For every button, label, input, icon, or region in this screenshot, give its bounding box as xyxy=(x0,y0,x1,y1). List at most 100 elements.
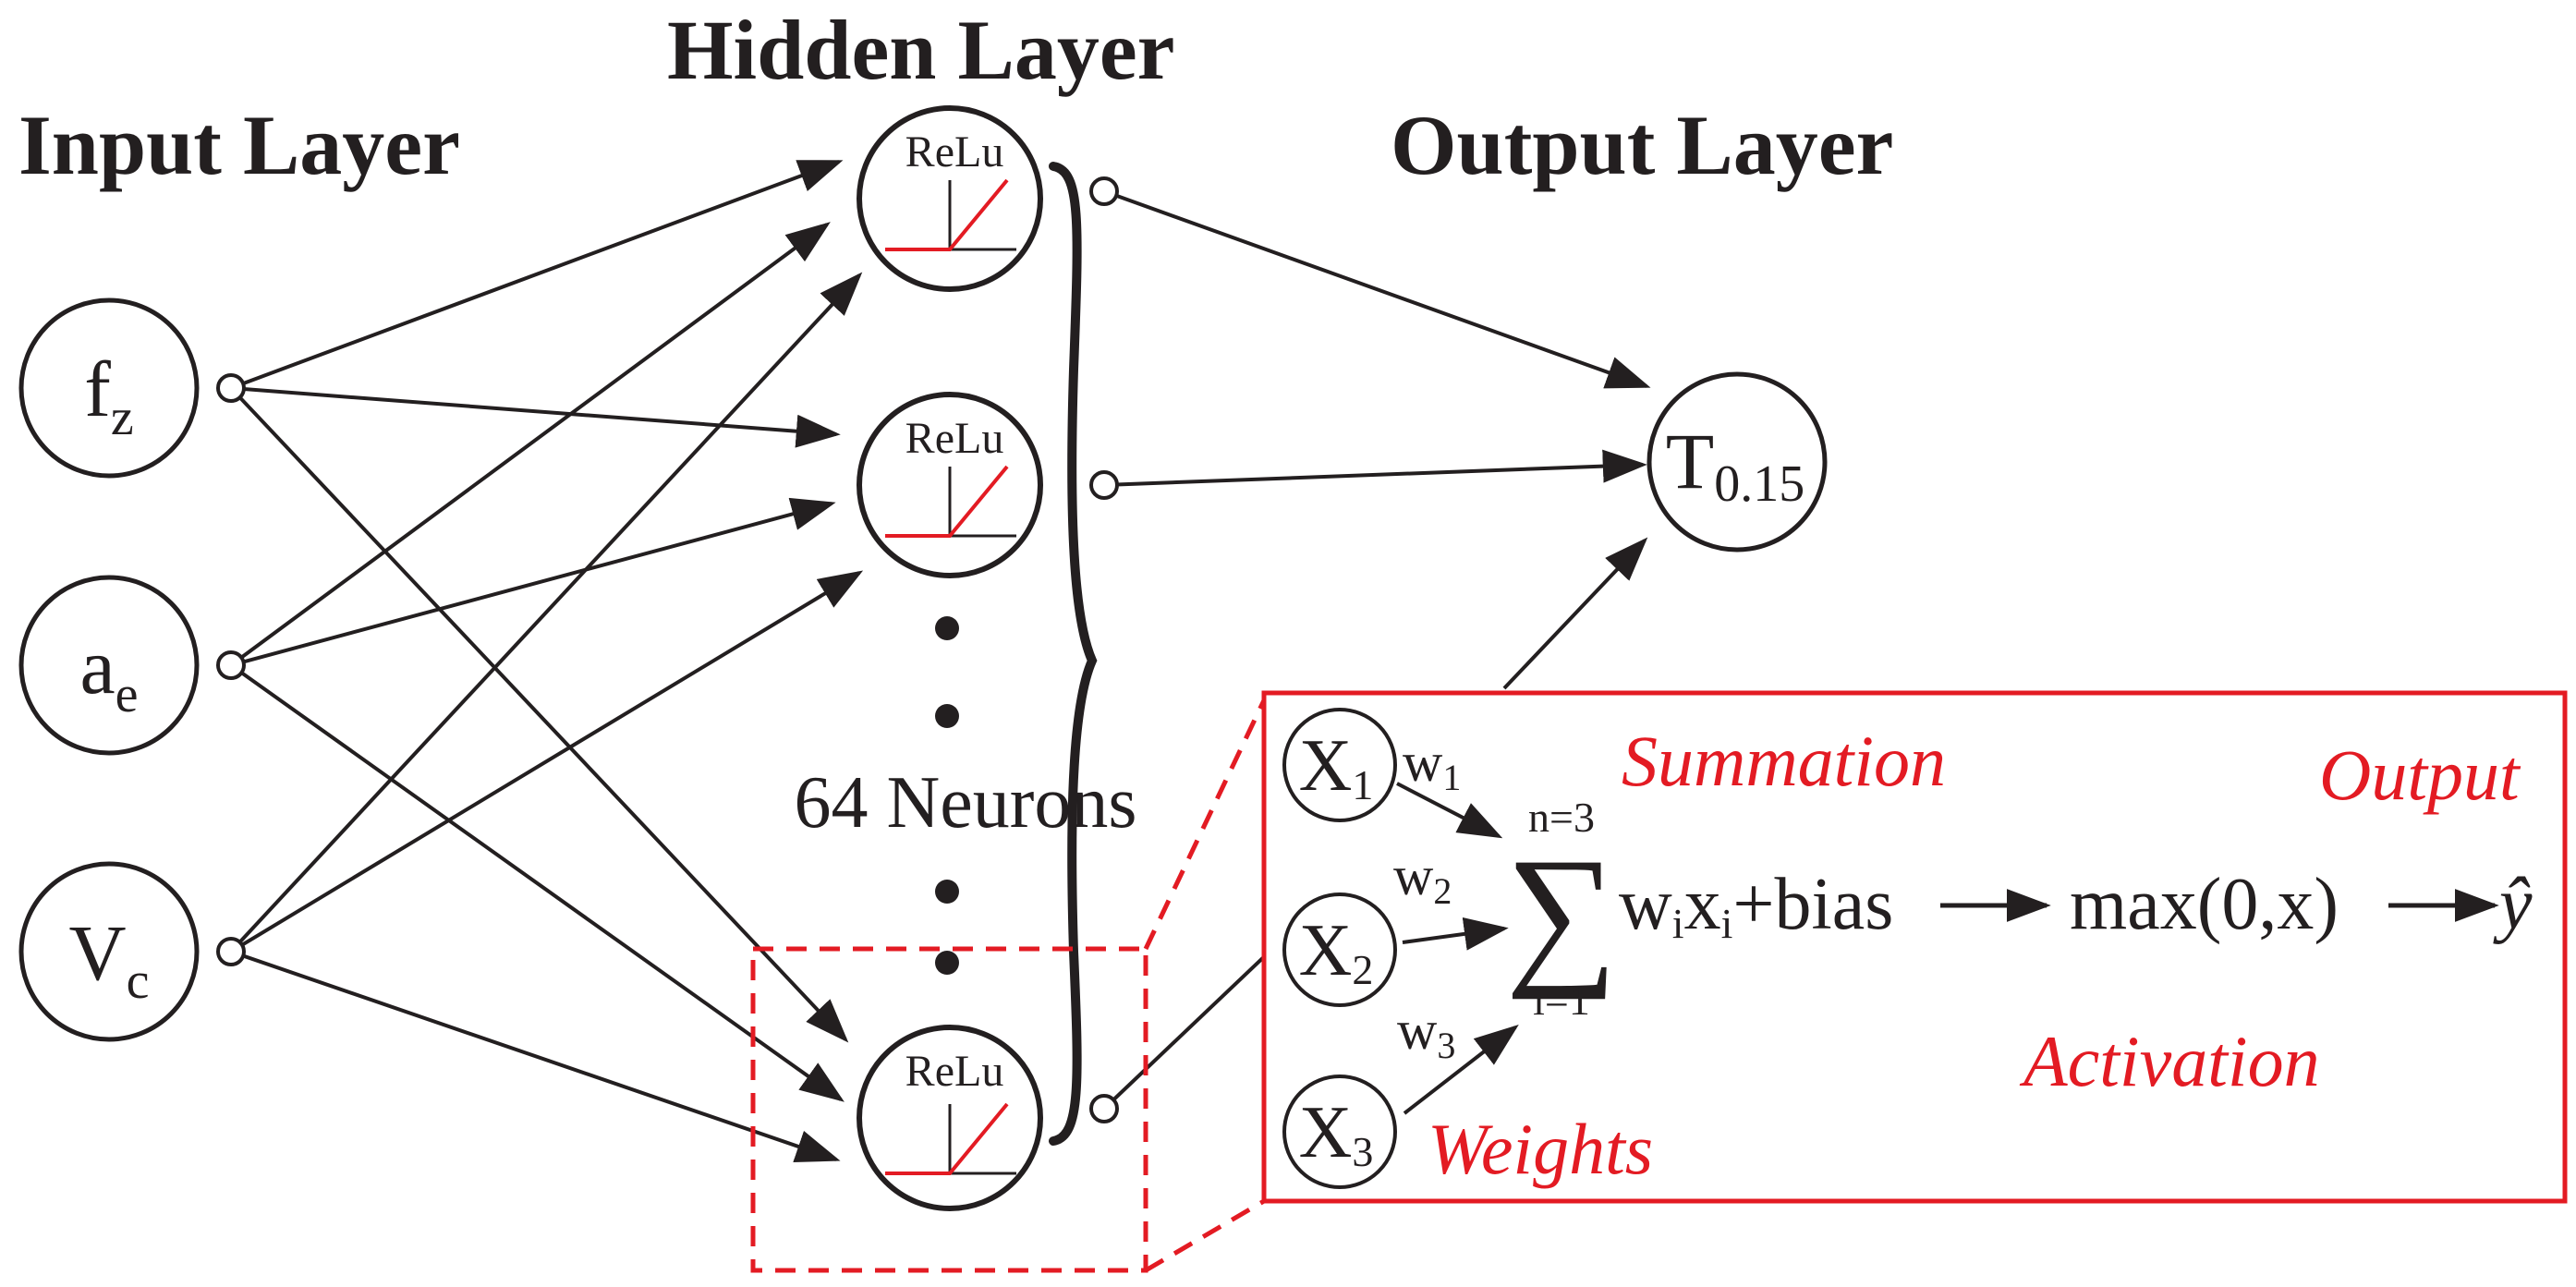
relu-curve xyxy=(885,1102,1009,1175)
input-port-vc xyxy=(216,937,246,966)
detail-input-x3 xyxy=(1282,1075,1397,1189)
relu-curve xyxy=(885,465,1009,538)
ellipsis-dot xyxy=(935,616,959,640)
edge-h3-detail xyxy=(1102,931,1291,1111)
input-node-fz: fz xyxy=(18,297,200,479)
edge-fz-h1 xyxy=(230,160,844,390)
input-node-vc: Vc xyxy=(18,861,200,1042)
edge-h1-out xyxy=(1103,189,1651,389)
output-node-sub: 0.15 xyxy=(1714,455,1804,513)
output-symbol: ŷ xyxy=(2493,864,2533,945)
zoom-connector-top xyxy=(1143,698,1267,951)
hidden-neuron-2: ReLu xyxy=(857,392,1043,578)
svg-text:fz: fz xyxy=(84,345,134,446)
hidden-port-2 xyxy=(1089,470,1119,500)
edge-vc-h1 xyxy=(229,272,863,953)
input-node-label: V xyxy=(69,908,127,997)
edge-ae-h2 xyxy=(230,497,836,667)
svg-text:Vc: Vc xyxy=(69,908,150,1010)
relu-curve xyxy=(885,178,1009,251)
edge-vc-h2 xyxy=(229,570,864,953)
svg-text:X3: X3 xyxy=(1299,1092,1374,1175)
detail-input-label: X xyxy=(1299,1092,1353,1173)
neuron-count-label: 64 Neurons xyxy=(794,762,1136,844)
term-w: w xyxy=(1619,864,1672,945)
relu-label: ReLu xyxy=(905,414,1004,463)
edge-fz-h2 xyxy=(230,386,841,448)
zoom-connector-bottom xyxy=(1144,1198,1266,1273)
weight-sub: 2 xyxy=(1433,870,1452,912)
input-node-sub: e xyxy=(115,666,139,723)
input-layer-heading: Input Layer xyxy=(18,98,460,192)
summation-symbol: ∑ xyxy=(1505,826,1617,1000)
output-node-label: T xyxy=(1666,417,1715,505)
term-index: i xyxy=(1672,900,1684,947)
edge-ae-h1 xyxy=(229,222,831,667)
activation-label: Activation xyxy=(2019,1021,2320,1101)
svg-text:X1: X1 xyxy=(1299,725,1374,808)
edge-detail-out xyxy=(1502,537,1648,690)
detail-input-label: X xyxy=(1299,725,1353,807)
svg-text:T0.15: T0.15 xyxy=(1666,417,1805,513)
svg-text:w2: w2 xyxy=(1393,845,1452,912)
detail-input-label: X xyxy=(1299,910,1353,991)
curly-brace xyxy=(1049,162,1098,1146)
hidden-neuron-1: ReLu xyxy=(857,105,1043,292)
zoom-selection-box xyxy=(750,946,1148,1273)
weight-arrow-3 xyxy=(1403,1025,1519,1115)
svg-text:X2: X2 xyxy=(1299,910,1374,993)
input-node-ae: ae xyxy=(18,575,200,756)
input-port-fz xyxy=(216,373,246,403)
svg-text:w3: w3 xyxy=(1397,1000,1455,1066)
detail-input-x1 xyxy=(1282,708,1397,822)
hidden-to-output-connections xyxy=(1102,189,1651,1111)
ellipsis-dots xyxy=(935,616,959,975)
edge-h2-out xyxy=(1103,449,1647,487)
weight-label: w xyxy=(1403,732,1443,793)
input-node-label: f xyxy=(84,345,111,433)
term-x: x xyxy=(1684,864,1721,945)
weight-label: w xyxy=(1393,845,1434,906)
svg-text:ae: ae xyxy=(79,622,138,723)
weight-label: w xyxy=(1397,1000,1438,1061)
zoom-indicator xyxy=(750,698,1267,1273)
output-node: T0.15 xyxy=(1646,371,1828,552)
hidden-neuron-3: ReLu xyxy=(857,1025,1043,1211)
sum-lower-limit: i=1 xyxy=(1533,977,1590,1024)
weight-arrow-1 xyxy=(1396,782,1503,839)
output-label: Output xyxy=(2319,735,2521,815)
edge-fz-h3 xyxy=(229,386,849,1043)
term-bias: +bias xyxy=(1732,864,1893,945)
detail-input-x2 xyxy=(1282,892,1397,1007)
weights-label: Weights xyxy=(1428,1109,1653,1189)
relu-label: ReLu xyxy=(905,1047,1004,1096)
detail-input-sub: 1 xyxy=(1352,761,1373,808)
input-port-ae xyxy=(216,650,246,680)
ellipsis-dot xyxy=(935,704,959,728)
hidden-layer-heading: Hidden Layer xyxy=(667,3,1174,97)
detail-input-sub: 2 xyxy=(1352,946,1373,993)
edge-vc-h3 xyxy=(230,950,841,1162)
weight-arrow-2 xyxy=(1402,917,1509,951)
sum-upper-limit: n=3 xyxy=(1528,794,1595,841)
svg-text:w1: w1 xyxy=(1403,732,1461,798)
ellipsis-dot xyxy=(935,880,959,904)
relu-label: ReLu xyxy=(905,127,1004,176)
input-to-hidden-connections xyxy=(229,160,864,1162)
input-node-sub: z xyxy=(111,389,134,446)
edge-ae-h3 xyxy=(229,663,844,1102)
weighted-sum-term: wixi+bias xyxy=(1619,864,1893,947)
hidden-port-3 xyxy=(1089,1094,1119,1123)
summation-label: Summation xyxy=(1622,721,1946,801)
input-node-label: a xyxy=(79,622,115,710)
weight-sub: 3 xyxy=(1437,1025,1455,1066)
output-layer-heading: Output Layer xyxy=(1391,98,1893,192)
detail-input-sub: 3 xyxy=(1352,1128,1373,1175)
input-node-sub: c xyxy=(127,953,150,1010)
hidden-port-1 xyxy=(1089,176,1119,206)
ellipsis-dot xyxy=(935,951,959,975)
weight-sub: 1 xyxy=(1442,757,1461,798)
neuron-detail-panel: X1 X2 X3 w1 w2 w3 n=3 ∑ i=1 wixi+bias ma… xyxy=(1261,690,2568,1204)
term-index: i xyxy=(1721,900,1733,947)
